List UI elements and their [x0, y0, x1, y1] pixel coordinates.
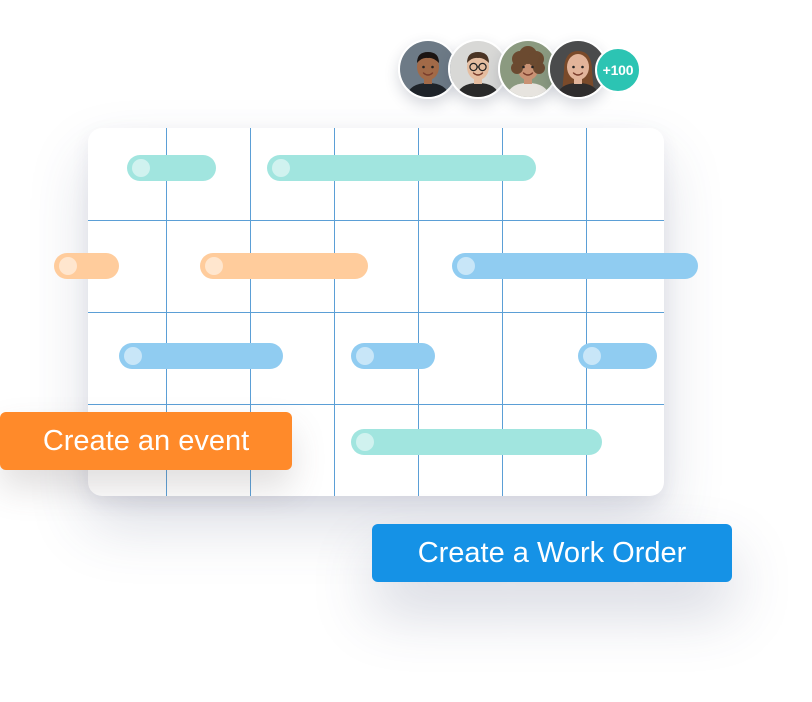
event-bar-peach[interactable] — [200, 253, 368, 279]
event-bar-teal[interactable] — [127, 155, 216, 181]
grid-row-line — [88, 220, 664, 221]
more-members-badge[interactable]: +100 — [595, 47, 641, 93]
event-drag-handle[interactable] — [132, 159, 150, 177]
event-drag-handle[interactable] — [124, 347, 142, 365]
event-drag-handle[interactable] — [59, 257, 77, 275]
event-bar-blue[interactable] — [119, 343, 283, 369]
avatar-4[interactable] — [548, 39, 608, 99]
avatar-1[interactable] — [398, 39, 458, 99]
grid-row-line — [88, 312, 664, 313]
event-bar-blue[interactable] — [351, 343, 435, 369]
event-drag-handle[interactable] — [457, 257, 475, 275]
event-drag-handle[interactable] — [583, 347, 601, 365]
create-work-order-button[interactable]: Create a Work Order — [372, 524, 732, 582]
grid-row-line — [88, 404, 664, 405]
event-drag-handle[interactable] — [356, 347, 374, 365]
event-bar-blue[interactable] — [578, 343, 657, 369]
event-bar-peach[interactable] — [54, 253, 119, 279]
create-event-button[interactable]: Create an event — [0, 412, 292, 470]
event-bar-blue[interactable] — [452, 253, 698, 279]
avatar-3[interactable] — [498, 39, 558, 99]
event-bar-teal[interactable] — [351, 429, 602, 455]
event-drag-handle[interactable] — [272, 159, 290, 177]
event-drag-handle[interactable] — [356, 433, 374, 451]
event-bar-teal[interactable] — [267, 155, 536, 181]
event-drag-handle[interactable] — [205, 257, 223, 275]
